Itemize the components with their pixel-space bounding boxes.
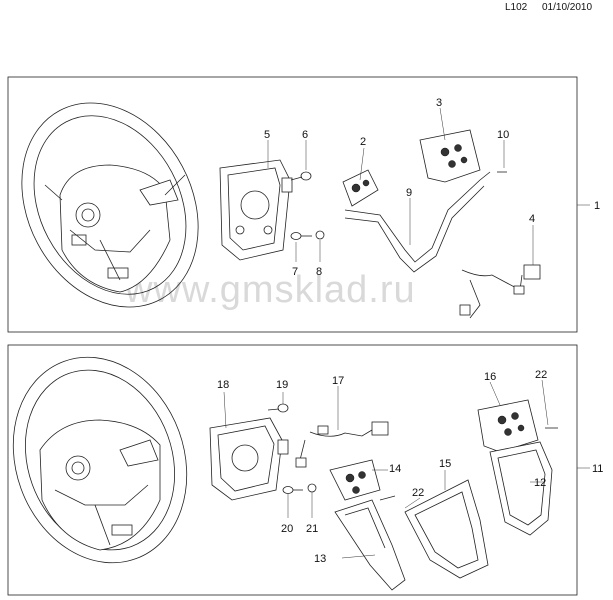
steering-wheel-bottom: [12, 356, 188, 564]
callout-14: 14: [389, 463, 401, 475]
callout-9: 9: [406, 187, 412, 199]
callout-8: 8: [316, 266, 322, 278]
part-2-switch: [342, 169, 379, 207]
callout-5: 5: [264, 129, 270, 141]
callout-19: 19: [276, 379, 288, 391]
callout-7: 7: [292, 266, 298, 278]
diagram-date: 01/10/2010: [542, 2, 593, 13]
callout-21: 21: [306, 523, 318, 535]
part-18-frame: [209, 417, 289, 501]
callout-16: 16: [484, 371, 496, 383]
diagram-code: L102: [505, 2, 528, 13]
callout-17: 17: [332, 375, 344, 387]
callout-22-lower: 22: [412, 487, 424, 499]
part-8-nut: [315, 230, 325, 240]
callout-6: 6: [302, 129, 308, 141]
part-4-harness: [459, 264, 541, 319]
callout-1: 1: [594, 200, 600, 212]
part-22-screw-lower: [379, 495, 396, 501]
part-20-bolt: [282, 486, 303, 494]
part-9-bezel: [344, 171, 491, 273]
part-3-switch: [419, 129, 481, 183]
callout-22-upper: 22: [535, 369, 547, 381]
part-13-cover: [334, 499, 406, 591]
callout-11: 11: [592, 463, 603, 475]
watermark-text: www.gmsklad.ru: [124, 269, 416, 311]
top-leader-lines: [267, 107, 590, 265]
part-6-screw: [290, 171, 312, 181]
callout-4: 4: [529, 213, 535, 225]
top-assembly-frame: [7, 76, 578, 333]
callout-13: 13: [314, 553, 326, 565]
part-7-bolt: [290, 232, 312, 240]
bottom-assembly-frame: [7, 344, 578, 596]
callout-10: 10: [497, 129, 509, 141]
callout-3: 3: [436, 97, 442, 109]
callout-18: 18: [217, 379, 229, 391]
part-15-cover: [404, 479, 489, 579]
callout-2: 2: [360, 136, 366, 148]
callout-20: 20: [281, 523, 293, 535]
part-19-screw: [267, 403, 289, 413]
part-21-nut: [307, 483, 317, 493]
part-14-switch: [329, 459, 381, 501]
part-17-harness: [295, 421, 389, 468]
part-5-frame: [219, 159, 293, 261]
callout-12: 12: [534, 477, 546, 489]
callout-15: 15: [439, 458, 451, 470]
bottom-leader-lines: [223, 379, 590, 559]
part-12-cover: [489, 441, 553, 536]
steering-wheel-top: [21, 102, 199, 308]
